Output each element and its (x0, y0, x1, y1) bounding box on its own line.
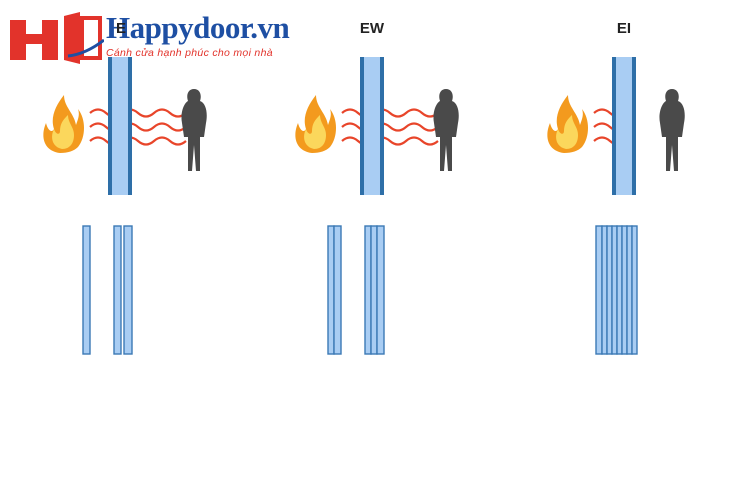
heat-wave-icon (341, 108, 439, 146)
panel-label-ei: EI (616, 20, 632, 37)
fire-glass-pane (360, 57, 384, 195)
glass-section-e (82, 225, 133, 355)
panel-ew-illustration (295, 57, 459, 195)
happydoor-logo: Happydoor.vn Cánh cửa hạnh phúc cho mọi … (8, 6, 328, 66)
brand-name: Happydoor.vn (106, 10, 290, 45)
panel-label-e: E (115, 20, 126, 37)
flame-icon (295, 95, 336, 153)
panel-ei-illustration (547, 57, 685, 195)
person-icon (433, 89, 459, 171)
hd-logo-icon (10, 12, 104, 64)
flame-icon (43, 95, 84, 153)
panel-label-ew: EW (359, 20, 385, 37)
heat-wave-icon (89, 108, 187, 146)
glass-section-ei (595, 225, 638, 355)
panel-e-illustration (43, 57, 207, 195)
person-icon (659, 89, 685, 171)
brand-slogan: Cánh cửa hạnh phúc cho mọi nhà (106, 47, 273, 59)
flame-icon (547, 95, 588, 153)
person-icon (181, 89, 207, 171)
fire-glass-pane (108, 57, 132, 195)
fire-glass-pane (612, 57, 636, 195)
glass-section-ew (327, 225, 385, 355)
